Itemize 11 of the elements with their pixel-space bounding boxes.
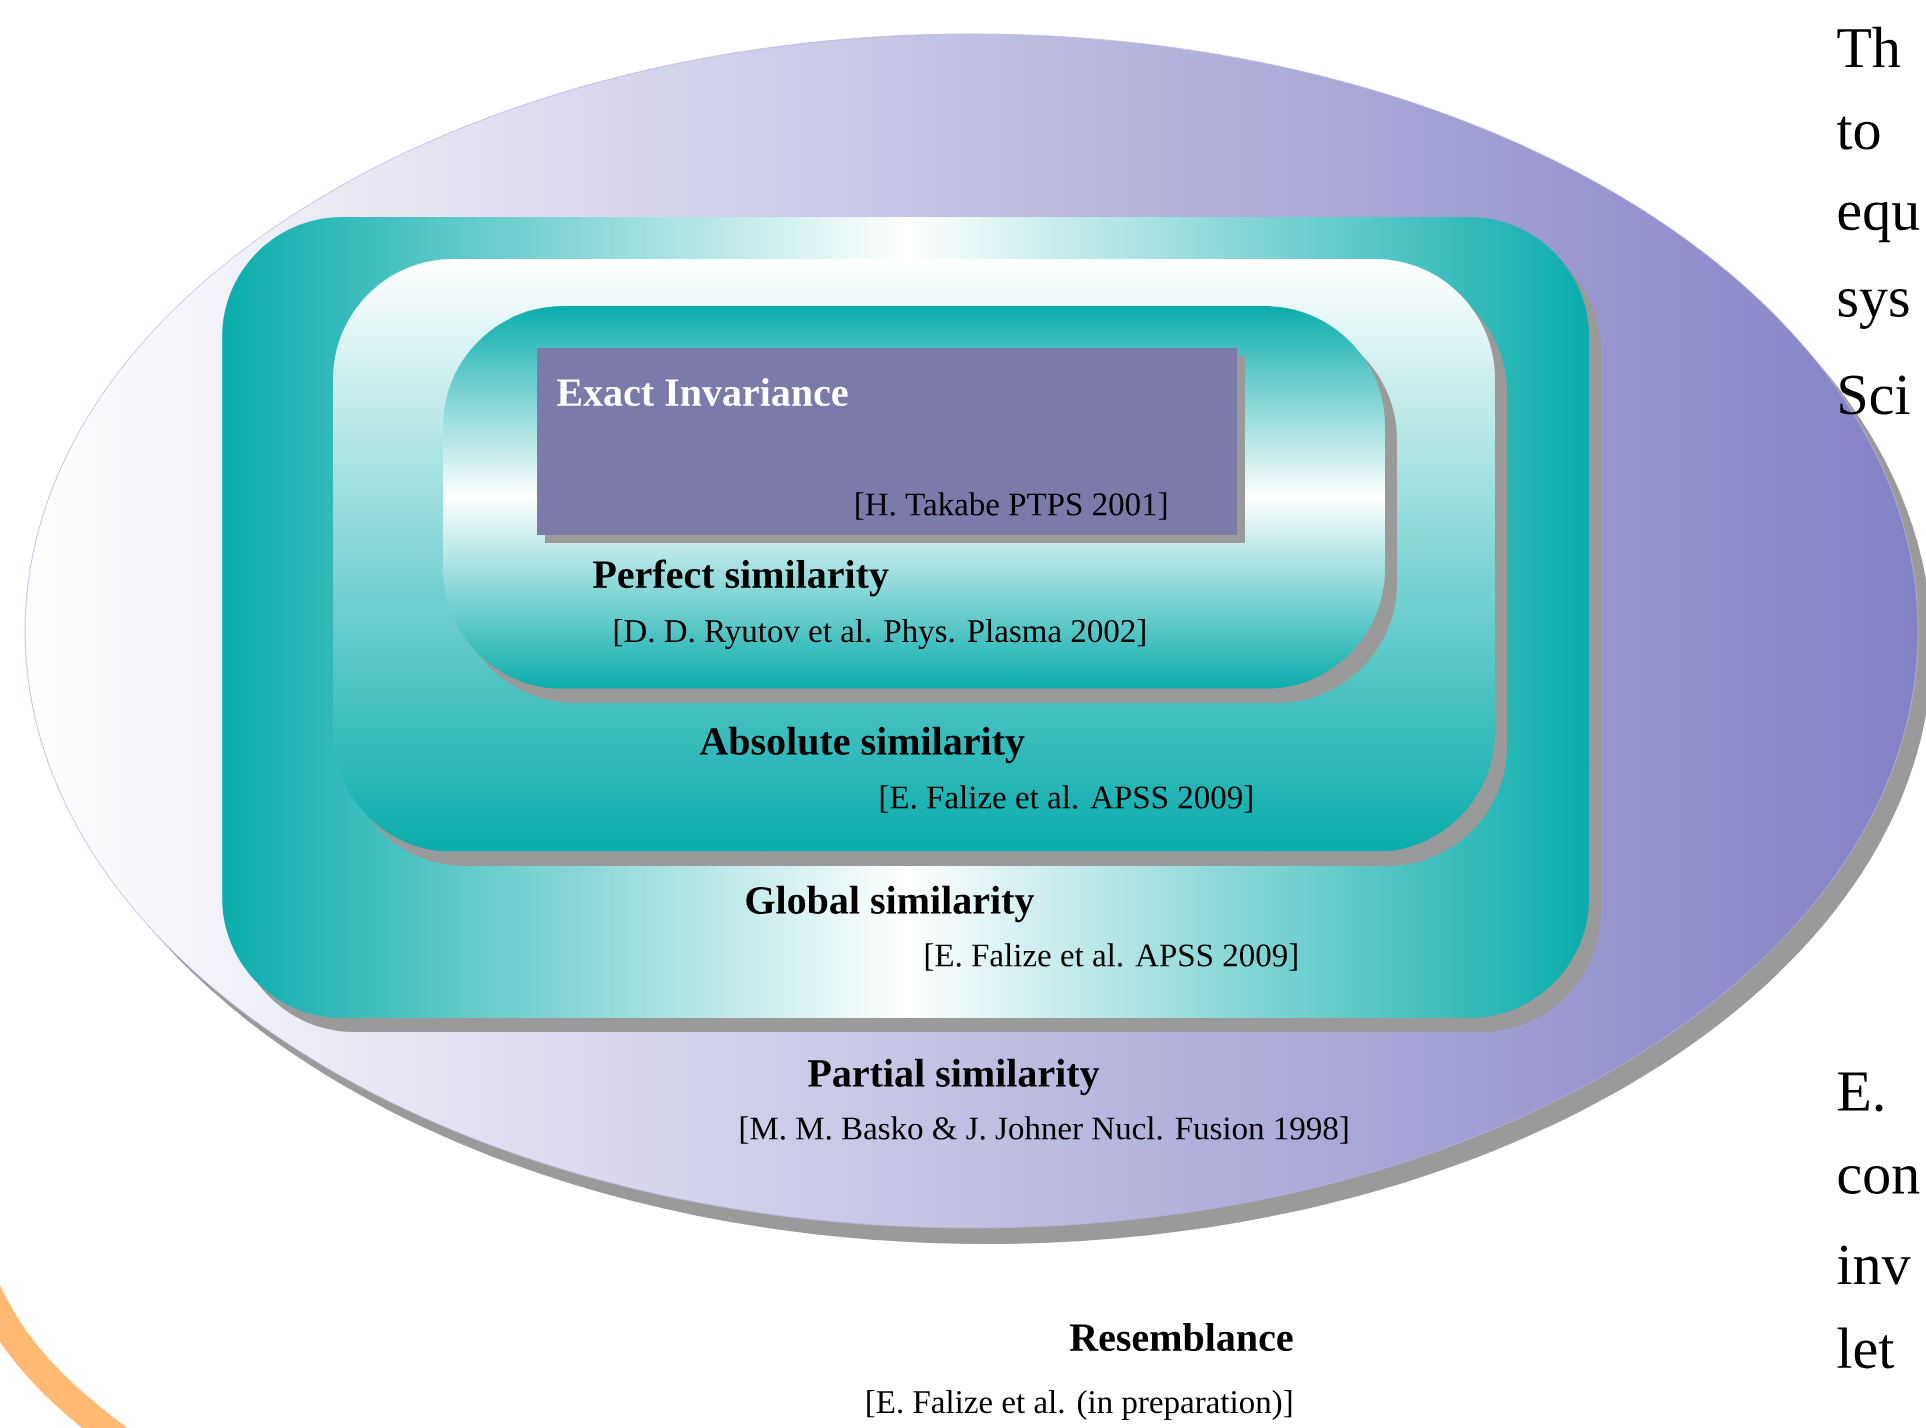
cut-off-text: con [1838, 1166, 1920, 1194]
cut-off-text: Sci [1840, 375, 1910, 415]
title-box: Exact Invariance [H. Takabe PTPS 2001] [537, 348, 1245, 543]
citation: [E. Falize et al. (in preparation)] [867, 1390, 1292, 1420]
cut-off-text: inv [1837, 1245, 1911, 1285]
cut-off-text: sys [1838, 289, 1909, 329]
cut-off-text: equ [1838, 201, 1920, 243]
cut-off-text: E. [1838, 1072, 1883, 1112]
cut-off-text: let [1837, 1327, 1895, 1369]
cut-off-text: to [1837, 116, 1880, 150]
heading: Resemblance [1069, 1322, 1293, 1352]
